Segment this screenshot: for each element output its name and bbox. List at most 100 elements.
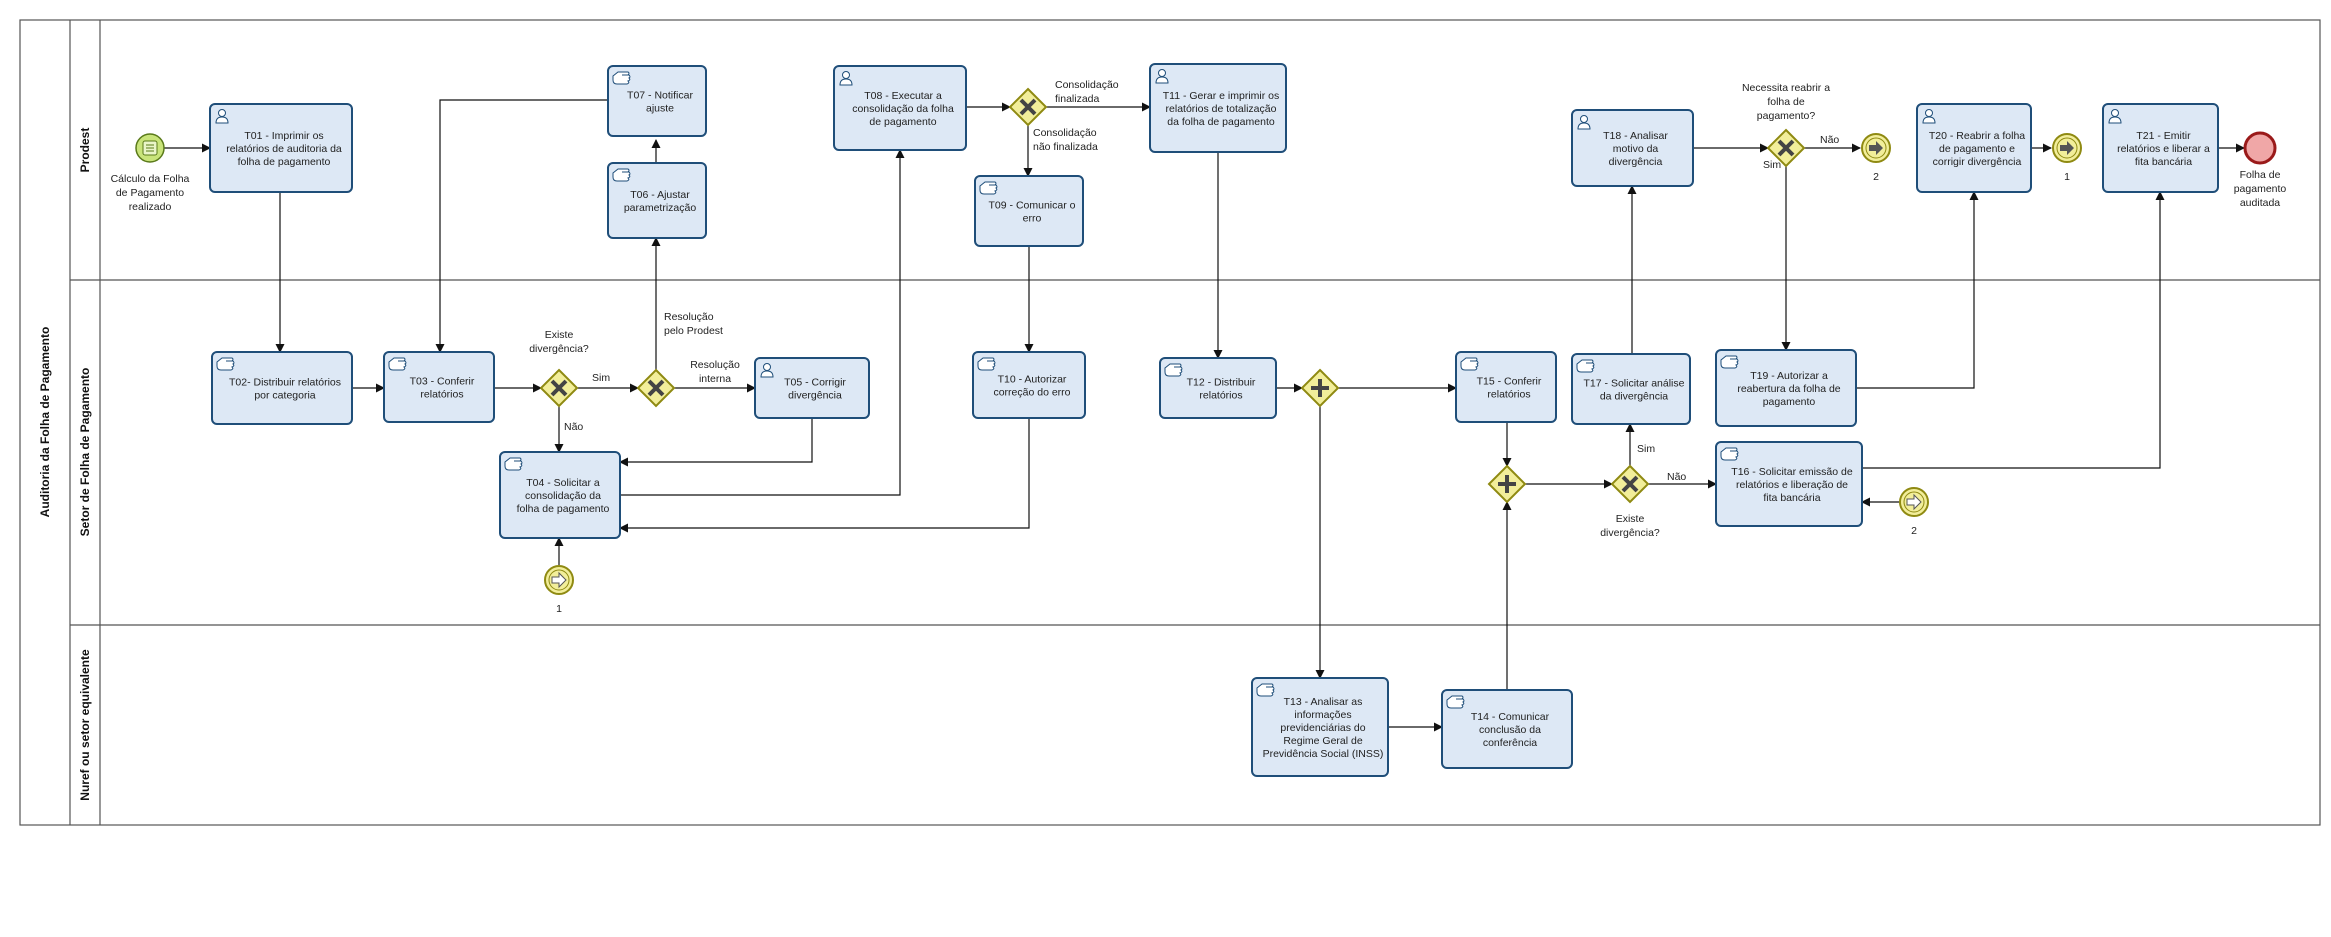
task-box	[211, 351, 353, 425]
link-arrow-icon	[1869, 141, 1883, 155]
task-label-line: ajuste	[646, 103, 674, 115]
gateway-parallel-join	[1487, 464, 1527, 504]
task-box	[1571, 353, 1691, 425]
gateway-exclusive-g2	[636, 368, 676, 408]
g1-yes-label: Sim	[592, 372, 610, 384]
task-box	[1715, 349, 1857, 427]
end-event: Folha de pagamento auditada	[2234, 131, 2287, 209]
task-box	[1251, 677, 1389, 777]
task-label-line: de pagamento	[869, 116, 936, 128]
link-arrow-icon	[2060, 141, 2074, 155]
link-catch-2: 2	[1899, 487, 1929, 537]
sequence-flows	[164, 99, 2245, 732]
task-label-line: conclusão da	[1479, 724, 1541, 736]
task-label-line: T06 - Ajustar	[630, 189, 690, 201]
manual-task-icon	[1460, 357, 1479, 371]
x-icon	[550, 379, 568, 397]
task-label-line: reabertura da folha de	[1737, 383, 1840, 395]
task-label-line: consolidação da	[525, 490, 601, 502]
task-label-line: T10 - Autorizar	[998, 374, 1067, 386]
task-label-line: Regime Geral de	[1283, 735, 1363, 747]
g3-final-label-2: finalizada	[1055, 93, 1100, 105]
task-label-line: folha de pagamento	[238, 156, 331, 168]
task-box	[972, 351, 1086, 419]
task-label-line: T11 - Gerar e imprimir os	[1163, 90, 1280, 102]
x-icon	[1019, 98, 1037, 116]
manual-task-icon	[1576, 359, 1595, 373]
task-label-line: pagamento	[1763, 396, 1816, 408]
manual-task-icon	[979, 181, 998, 195]
gateway-parallel-g4	[1300, 368, 1340, 408]
manual-task-icon	[1446, 695, 1465, 709]
user-icon	[1577, 115, 1591, 130]
flow-t04-t08	[620, 149, 905, 496]
task-label-line: Previdência Social (INSS)	[1263, 748, 1384, 760]
link-throw-2-label: 2	[1873, 171, 1879, 183]
g5-label-2: divergência?	[1600, 527, 1660, 539]
user-icon	[215, 109, 229, 124]
end-event-label-2: pagamento	[2234, 183, 2287, 195]
link-throw-2: 2	[1861, 133, 1891, 183]
g3-nao-label-1: Consolidação	[1033, 127, 1097, 139]
task-label-line: divergência	[788, 390, 842, 402]
g1-no-label: Não	[564, 421, 583, 433]
task-label-line: motivo da	[1613, 143, 1659, 155]
lane-label-setor: Setor de Folha de Pagamento	[78, 368, 92, 537]
task-box	[209, 103, 353, 193]
task-box	[974, 175, 1084, 247]
task-label-line: T09 - Comunicar o	[989, 200, 1076, 212]
task-label-line: relatórios	[420, 389, 463, 401]
manual-task-icon	[612, 168, 631, 182]
task-label-line: T18 - Analisar	[1603, 130, 1668, 142]
task-label-line: T12 - Distribuir	[1187, 377, 1256, 389]
task-label-line: fita bancária	[2135, 156, 2192, 168]
start-event-label-3: realizado	[129, 201, 172, 213]
task-label-line: T03 - Conferir	[410, 376, 475, 388]
task-label-line: T08 - Executar a	[864, 90, 942, 102]
g2-prodest-label-2: pelo Prodest	[664, 325, 723, 337]
task-label-line: por categoria	[254, 390, 315, 402]
x-icon	[647, 379, 665, 397]
g6-label-1: Necessita reabrir a	[1742, 82, 1830, 94]
link-arrow-outline-icon	[551, 571, 567, 589]
task-box	[1571, 109, 1694, 187]
manual-task-icon	[1256, 683, 1275, 697]
task-label-line: T17 - Solicitar análise	[1584, 378, 1685, 390]
gateway-exclusive-g6	[1766, 128, 1806, 168]
task-label-line: T02- Distribuir relatórios	[229, 377, 341, 389]
g2-interna-label-2: interna	[699, 373, 731, 385]
task-t13[interactable]: T13 - Analisar asinformaçõesprevidenciár…	[1251, 677, 1389, 777]
manual-task-icon	[1720, 355, 1739, 369]
user-icon	[1922, 109, 1936, 124]
task-box	[383, 351, 495, 423]
task-label-line: divergência	[1609, 156, 1663, 168]
task-box	[1455, 351, 1557, 423]
task-box	[1441, 689, 1573, 769]
task-label-line: T19 - Autorizar a	[1750, 370, 1828, 382]
task-label-line: relatórios e liberar a	[2117, 143, 2210, 155]
link-catch-2-label: 2	[1911, 525, 1917, 537]
lane-label-prodest: Prodest	[78, 128, 92, 173]
link-catch-1: 1	[544, 565, 574, 615]
start-event: Cálculo da Folha de Pagamento realizado	[111, 133, 190, 213]
